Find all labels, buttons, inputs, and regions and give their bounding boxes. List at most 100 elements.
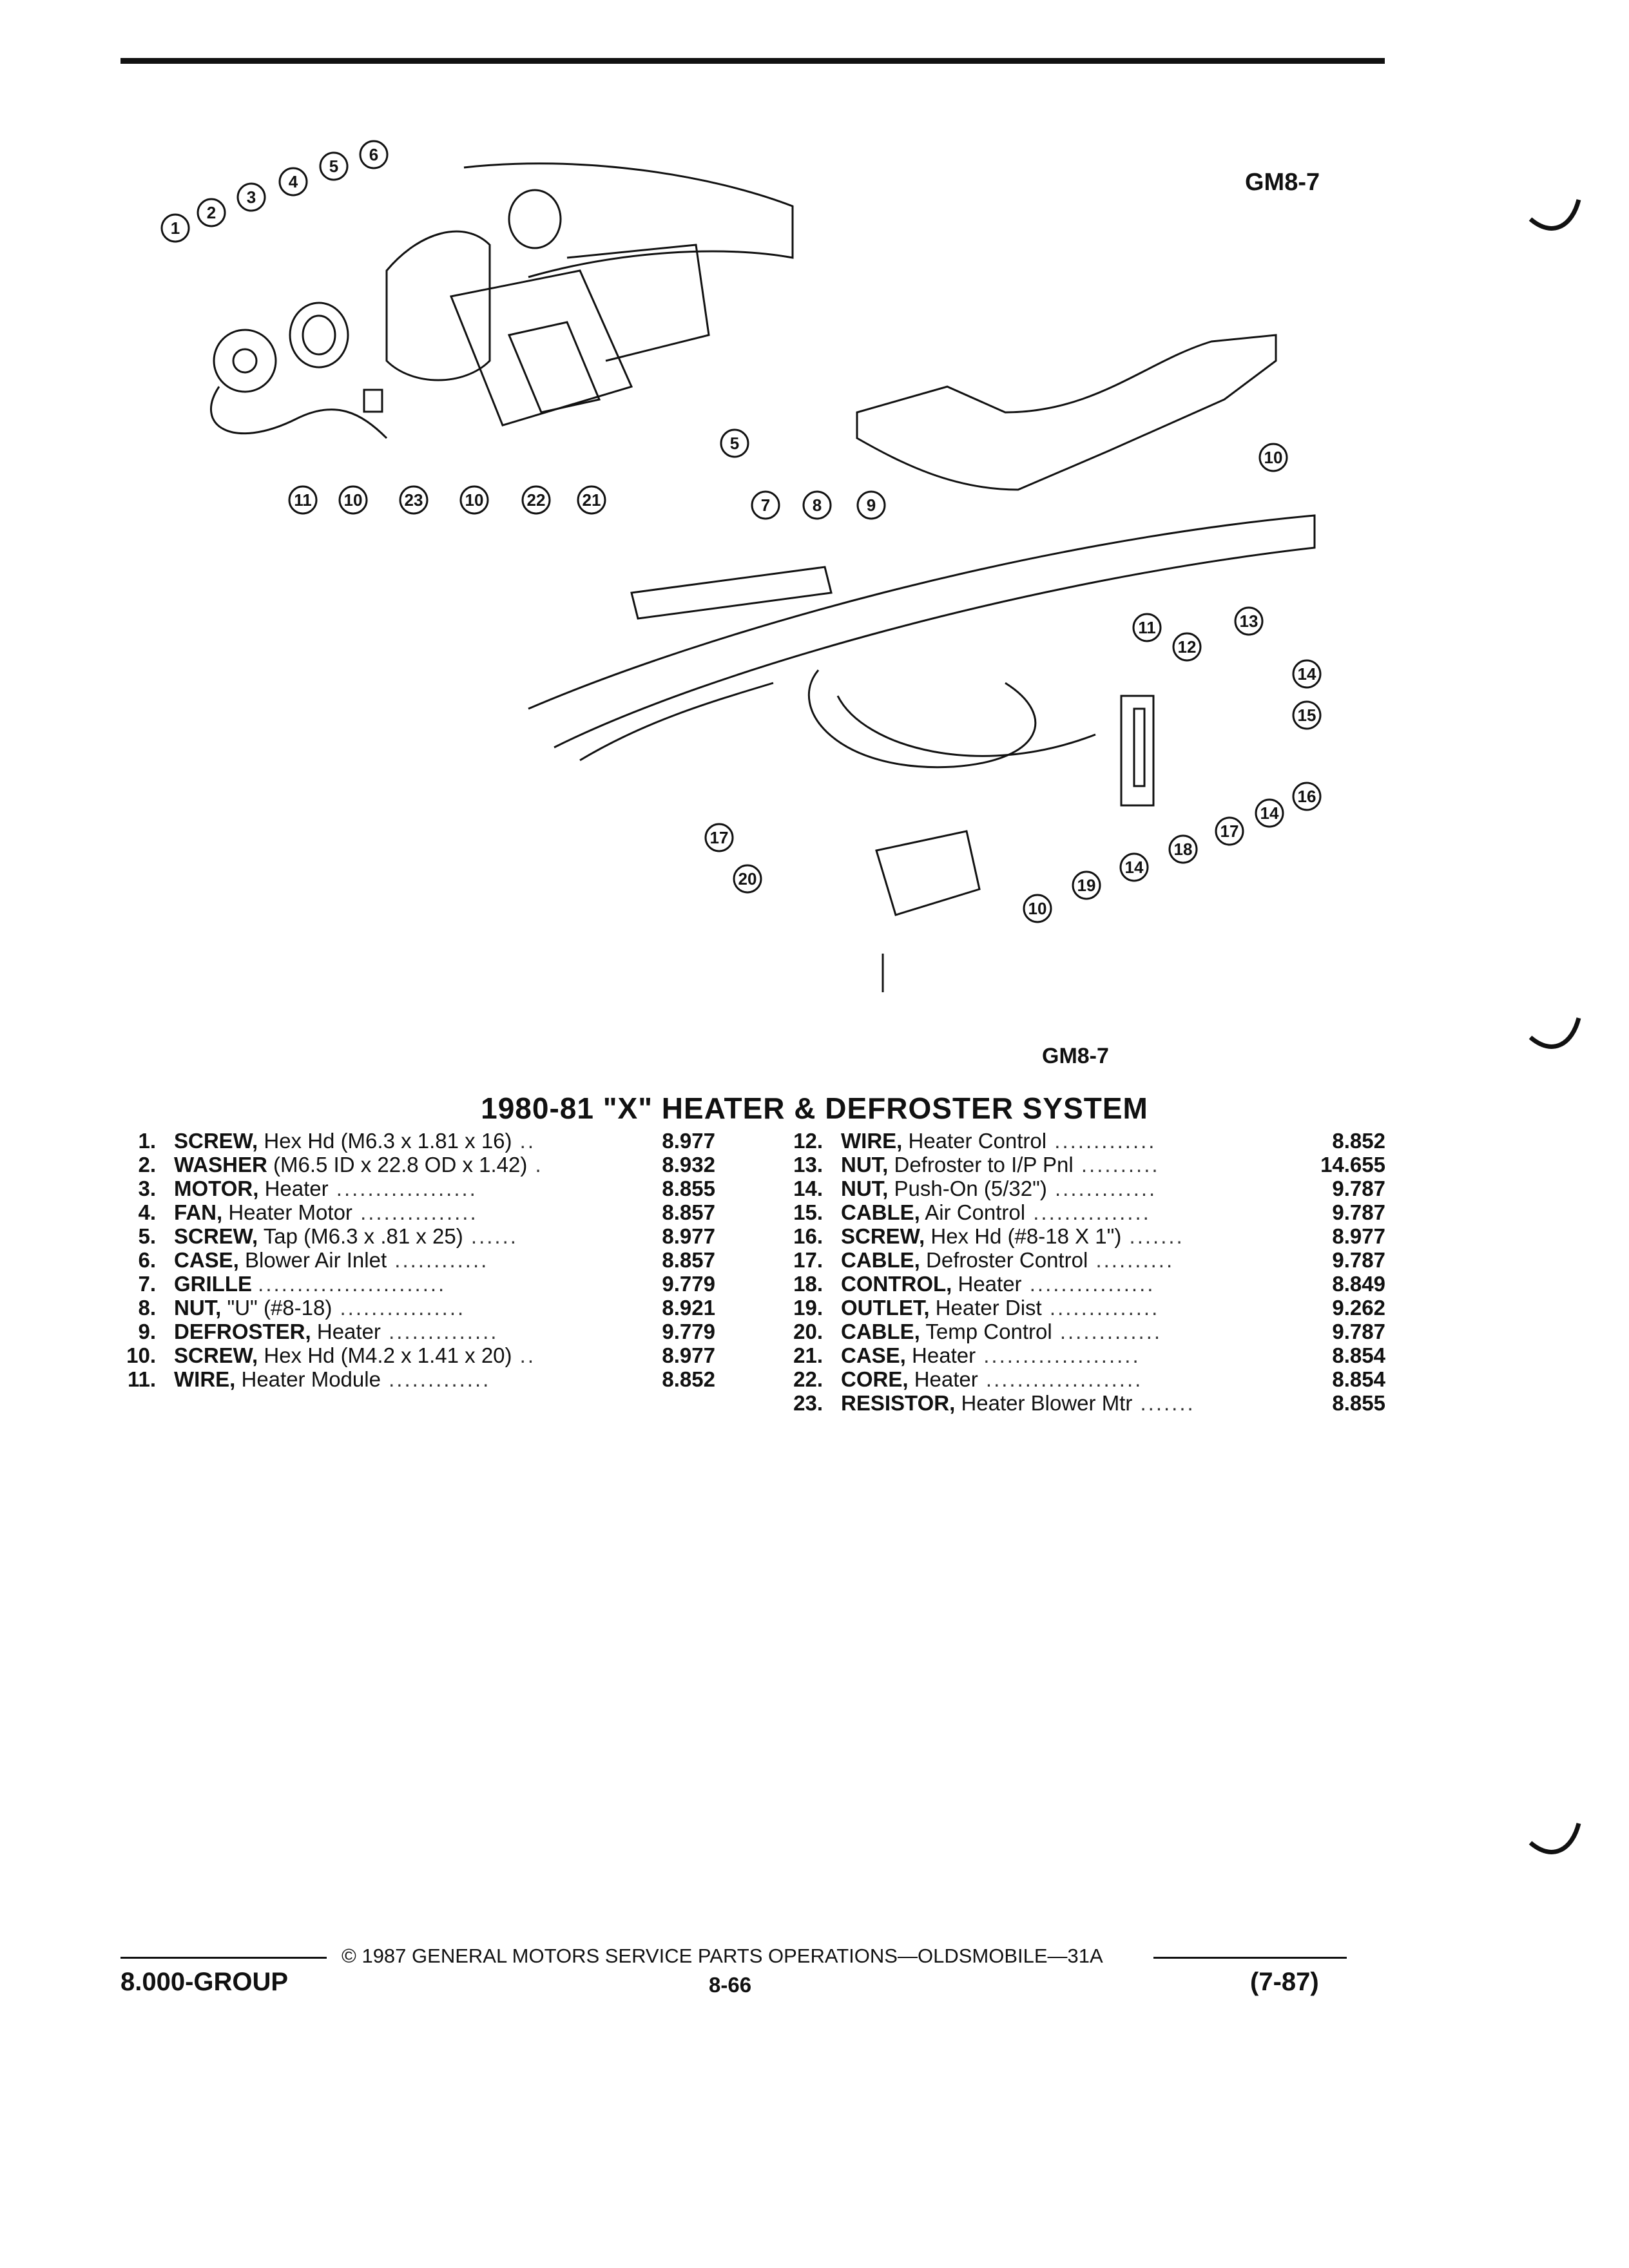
svg-text:10: 10: [344, 490, 363, 510]
control-cables: [807, 669, 1037, 769]
group-number: 9.787: [1332, 1177, 1385, 1200]
part-detail: Hex Hd (#8-18 X 1"): [930, 1224, 1122, 1248]
callout-10d: 10: [1023, 894, 1052, 923]
part-detail: Defroster Control: [926, 1248, 1088, 1272]
group-number: 8.977: [1332, 1224, 1385, 1248]
part-name: SCREW,: [841, 1224, 925, 1248]
part-name: MOTOR,: [174, 1177, 259, 1200]
dot-leader: ..............: [1041, 1296, 1160, 1320]
air-inlet-opening: [508, 189, 562, 249]
part-detail: Heater: [914, 1367, 978, 1391]
part-detail: Defroster to I/P Pnl: [894, 1153, 1074, 1177]
part-number: 9.: [138, 1320, 156, 1343]
part-name: CASE,: [841, 1343, 906, 1367]
group-number: 9.787: [1332, 1200, 1385, 1224]
dot-leader: .: [527, 1153, 543, 1177]
part-detail: Push-On (5/32"): [894, 1177, 1047, 1200]
part-detail: Heater Blower Mtr: [961, 1391, 1133, 1415]
heater-motor: [213, 329, 277, 393]
part-description: NUT, Defroster to I/P Pnl ..........: [841, 1153, 1295, 1177]
svg-text:3: 3: [247, 187, 256, 207]
part-detail: "U" (#8-18): [227, 1296, 333, 1320]
svg-text:5: 5: [730, 434, 739, 453]
part-description: FAN, Heater Motor ...............: [174, 1200, 625, 1224]
part-description: SCREW, Hex Hd (M6.3 x 1.81 x 16) ..: [174, 1129, 625, 1153]
group-number: 14.655: [1320, 1153, 1385, 1177]
part-row: 7.GRILLE ........................9.779: [103, 1272, 715, 1296]
part-description: CABLE, Temp Control .............: [841, 1320, 1295, 1343]
group-number: 9.779: [662, 1320, 715, 1343]
resistor: [363, 389, 383, 413]
svg-text:20: 20: [738, 869, 757, 889]
part-name: NUT,: [841, 1177, 889, 1200]
part-name: FAN,: [174, 1200, 223, 1224]
group-number: 8.977: [662, 1343, 715, 1367]
dot-leader: ......: [463, 1224, 518, 1248]
part-detail: Heater: [316, 1320, 381, 1343]
part-number: 13.: [793, 1153, 823, 1177]
dot-leader: ..........: [1088, 1248, 1175, 1272]
parts-list-left: 1.SCREW, Hex Hd (M6.3 x 1.81 x 16) ..8.9…: [103, 1129, 715, 1391]
part-detail: (M6.5 ID x 22.8 OD x 1.42): [273, 1153, 528, 1177]
part-name: NUT,: [841, 1153, 889, 1177]
svg-text:11: 11: [294, 490, 312, 510]
callout-19: 19: [1072, 870, 1101, 900]
callout-21: 21: [577, 485, 606, 515]
part-row: 21.CASE, Heater ....................8.85…: [770, 1343, 1385, 1367]
svg-text:9: 9: [867, 495, 876, 515]
part-name: DEFROSTER,: [174, 1320, 311, 1343]
part-detail: Heater: [958, 1272, 1022, 1296]
svg-text:14: 14: [1298, 664, 1316, 684]
firewall-outline: [463, 162, 794, 278]
part-description: MOTOR, Heater ..................: [174, 1177, 625, 1200]
part-number: 18.: [793, 1272, 823, 1296]
svg-text:23: 23: [405, 490, 423, 510]
svg-text:15: 15: [1298, 706, 1316, 725]
part-row: 1.SCREW, Hex Hd (M6.3 x 1.81 x 16) ..8.9…: [103, 1129, 715, 1153]
callout-15: 15: [1292, 700, 1322, 730]
revision-date: (7-87): [1250, 1968, 1319, 1996]
part-detail: Tap (M6.3 x .81 x 25): [263, 1224, 463, 1248]
part-description: CASE, Blower Air Inlet ............: [174, 1248, 625, 1272]
svg-text:6: 6: [369, 145, 378, 164]
part-number: 11.: [127, 1367, 156, 1391]
dot-leader: .............: [1046, 1129, 1157, 1153]
copyright-line: © 1987 GENERAL MOTORS SERVICE PARTS OPER…: [342, 1945, 1103, 1967]
blower-air-inlet-case: [385, 230, 491, 381]
callout-13: 13: [1234, 606, 1264, 636]
part-name: CONTROL,: [841, 1272, 952, 1296]
part-number: 3.: [138, 1177, 156, 1200]
heater-fan: [289, 302, 349, 369]
part-row: 17.CABLE, Defroster Control ..........9.…: [770, 1248, 1385, 1272]
part-row: 23.RESISTOR, Heater Blower Mtr .......8.…: [770, 1391, 1385, 1415]
dot-leader: .......: [1121, 1224, 1184, 1248]
svg-text:2: 2: [207, 203, 216, 222]
group-number: 9.787: [1332, 1320, 1385, 1343]
part-row: 15.CABLE, Air Control ...............9.7…: [770, 1200, 1385, 1224]
group-number: 9.787: [1332, 1248, 1385, 1272]
part-row: 19.OUTLET, Heater Dist ..............9.2…: [770, 1296, 1385, 1320]
svg-text:8: 8: [813, 495, 822, 515]
svg-text:19: 19: [1077, 876, 1096, 895]
part-number: 20.: [793, 1320, 823, 1343]
part-description: OUTLET, Heater Dist ..............: [841, 1296, 1295, 1320]
part-number: 23.: [793, 1391, 823, 1415]
dot-leader: ............: [387, 1248, 489, 1272]
group-number: 9.262: [1332, 1296, 1385, 1320]
dot-leader: ..................: [328, 1177, 477, 1200]
part-detail: Heater: [912, 1343, 976, 1367]
part-number: 21.: [793, 1343, 823, 1367]
callout-8: 8: [802, 490, 832, 520]
svg-text:17: 17: [710, 828, 729, 847]
group-number: 8.854: [1332, 1343, 1385, 1367]
part-name: NUT,: [174, 1296, 222, 1320]
svg-text:7: 7: [761, 495, 770, 515]
part-name: CABLE,: [841, 1248, 920, 1272]
group-number: 8.921: [662, 1296, 715, 1320]
page-title: 1980-81 "X" HEATER & DEFROSTER SYSTEM: [481, 1091, 1148, 1125]
heater-duct: [566, 244, 710, 362]
callout-23: 23: [399, 485, 429, 515]
dot-leader: ...............: [352, 1200, 478, 1224]
part-description: SCREW, Tap (M6.3 x .81 x 25) ......: [174, 1224, 625, 1248]
part-detail: Hex Hd (M4.2 x 1.41 x 20): [264, 1343, 512, 1367]
